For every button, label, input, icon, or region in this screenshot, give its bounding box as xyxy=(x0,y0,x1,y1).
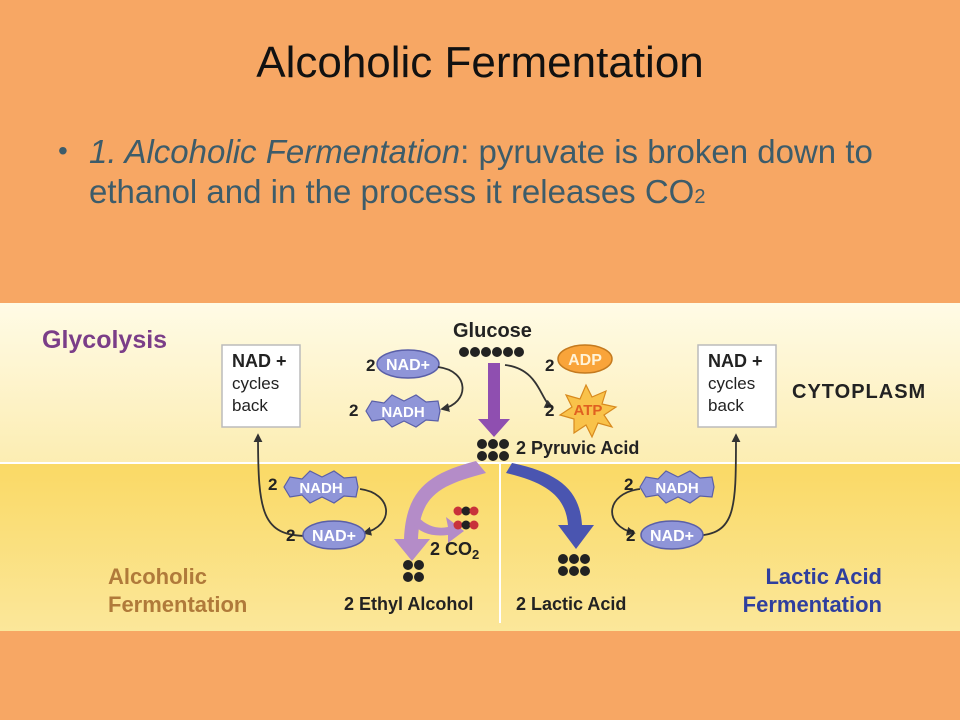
nad-cycles-back-box-right: NAD + cycles back xyxy=(697,344,777,428)
co2-molecule-icon xyxy=(453,506,479,530)
lactic-acid-molecule-icon xyxy=(558,554,590,576)
nad-return-arrow-left xyxy=(253,433,309,537)
ethyl-alcohol-label: 2 Ethyl Alcohol xyxy=(344,594,473,614)
nadh-to-nad-arrow-right xyxy=(611,488,641,536)
nad-plus-right-label: NAD+ xyxy=(650,528,694,545)
nad-box-right-line1: NAD + xyxy=(708,351,763,371)
coef-nadh-right: 2 xyxy=(624,475,633,494)
nadh-to-nad-arrow-left xyxy=(359,488,387,536)
co2-subscript: 2 xyxy=(472,547,479,562)
lactic-acid-label: 2 Lactic Acid xyxy=(516,594,626,614)
glycolysis-label: Glycolysis xyxy=(42,326,167,354)
nad-plus-left-label: NAD+ xyxy=(312,528,356,545)
nad-box-left-line2: cycles xyxy=(232,374,279,393)
coef-adp: 2 xyxy=(545,356,554,375)
coef-nad-top: 2 xyxy=(366,356,375,375)
nad-return-arrow-right xyxy=(689,433,741,537)
coef-atp: 2 xyxy=(545,401,554,420)
bullet-body: : pyruvate is broken down to ethanol and… xyxy=(89,133,873,211)
coef-nadh-left: 2 xyxy=(268,475,277,494)
coef-nad-right: 2 xyxy=(626,526,635,545)
atp-label: ATP xyxy=(574,402,603,419)
nad-cycles-back-box-left: NAD + cycles back xyxy=(221,344,301,428)
pyruvic-acid-molecule-icon xyxy=(477,439,509,461)
co2-branch-arrow xyxy=(412,517,464,543)
nad-plus-right-badge: NAD+ xyxy=(640,520,704,550)
nad-box-left-line3: back xyxy=(232,396,268,415)
adp-label: ADP xyxy=(568,352,602,369)
nadh-left-badge: NADH xyxy=(283,470,359,504)
adp-badge: ADP xyxy=(557,344,613,374)
alcoholic-label-line2: Fermentation xyxy=(108,592,247,617)
co2-prefix: 2 CO xyxy=(430,539,472,559)
glucose-molecule-icon xyxy=(459,347,524,357)
nadh-right-badge: NADH xyxy=(639,470,715,504)
bullet-icon: • xyxy=(58,135,68,166)
nad-box-right-line2: cycles xyxy=(708,374,755,393)
nadh-left-label: NADH xyxy=(299,480,342,497)
bullet-subscript: 2 xyxy=(694,186,706,209)
lactic-label-line1: Lactic Acid xyxy=(765,564,882,589)
nad-plus-top-badge: NAD+ xyxy=(376,349,440,379)
lactic-label-line2: Fermentation xyxy=(743,592,882,617)
coef-nad-left: 2 xyxy=(286,526,295,545)
nad-plus-top-label: NAD+ xyxy=(386,357,430,374)
bullet-point: • 1. Alcoholic Fermentation: pyruvate is… xyxy=(58,132,908,213)
nad-box-left-line1: NAD + xyxy=(232,351,287,371)
fermentation-diagram: Glycolysis Glucose CYTOPLASM NAD + cycle… xyxy=(0,303,960,631)
slide-title: Alcoholic Fermentation xyxy=(256,38,704,87)
nadh-right-label: NADH xyxy=(655,480,698,497)
glycolysis-arrow xyxy=(478,363,510,437)
nadh-top-badge: NADH xyxy=(365,394,441,428)
nad-to-nadh-arrow-top xyxy=(437,366,464,412)
atp-star-badge: ATP xyxy=(558,383,618,439)
bullet-text: 1. Alcoholic Fermentation: pyruvate is b… xyxy=(89,132,908,213)
fermentation-zone xyxy=(0,463,960,631)
adp-to-atp-arrow xyxy=(504,364,554,408)
alcoholic-fermentation-arrow xyxy=(394,461,486,561)
nadh-top-label: NADH xyxy=(381,404,424,421)
co2-label: 2 CO2 xyxy=(430,539,479,562)
nad-plus-left-badge: NAD+ xyxy=(302,520,366,550)
cytoplasm-label: CYTOPLASM xyxy=(792,381,926,403)
nad-box-right-line3: back xyxy=(708,396,744,415)
bullet-italic: 1. Alcoholic Fermentation xyxy=(89,133,461,170)
glucose-label: Glucose xyxy=(453,320,532,342)
coef-nadh-top: 2 xyxy=(349,401,358,420)
pyruvic-acid-label: 2 Pyruvic Acid xyxy=(516,438,639,458)
lactic-fermentation-arrow xyxy=(506,463,594,549)
cytoplasm-zone xyxy=(0,303,960,463)
alcoholic-label-line1: Alcoholic xyxy=(108,564,207,589)
ethyl-alcohol-molecule-icon xyxy=(403,560,424,582)
